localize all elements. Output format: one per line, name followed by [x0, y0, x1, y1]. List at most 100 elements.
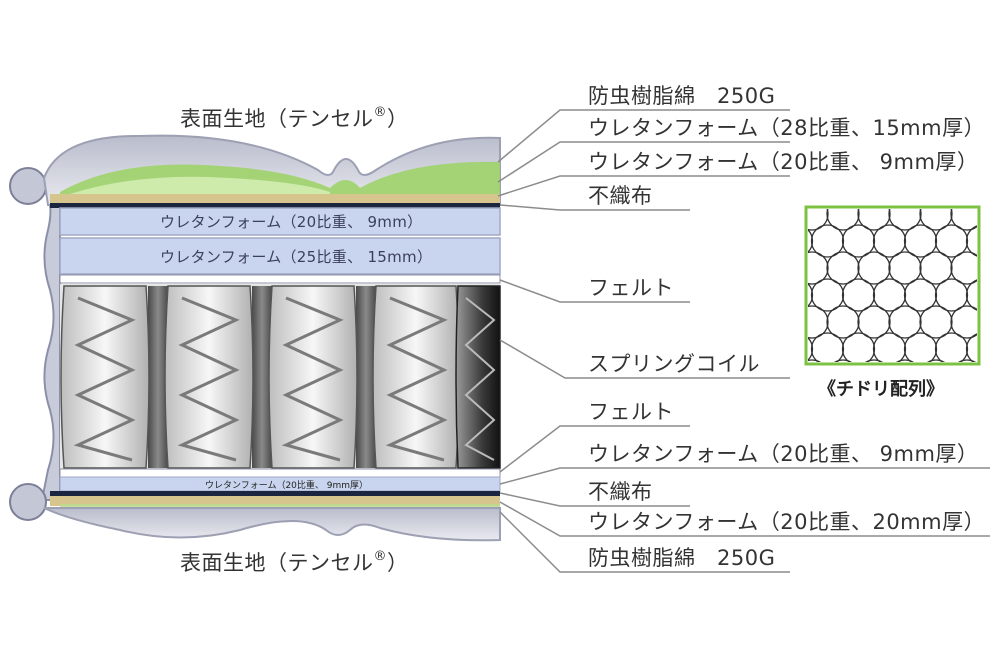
coil-circle — [965, 279, 977, 311]
callout-label: 防虫樹脂綿 250G — [588, 84, 775, 108]
side-panel — [39, 189, 61, 501]
coil-circle — [765, 306, 797, 338]
coil-circle — [810, 278, 845, 312]
leader-line — [499, 279, 690, 303]
top-urethane-layer-1 — [59, 207, 501, 236]
coil-circle — [888, 251, 922, 285]
top-surface-label: 表面生地（テンセル®） — [180, 105, 409, 131]
pocket-coil — [60, 285, 150, 469]
coil-circle — [872, 278, 907, 312]
coil-gap — [148, 286, 168, 468]
leader-line — [497, 175, 790, 197]
top-felt-line — [59, 274, 501, 284]
bottom-quilt-outer — [43, 507, 501, 542]
coil-gap — [252, 286, 272, 468]
coil-circle — [888, 209, 922, 231]
top-urethane-layer-1-label: ウレタンフォーム（20比重、 9mm） — [160, 213, 422, 231]
coil-circle — [826, 209, 860, 231]
leader-line — [499, 339, 790, 379]
bottom-surface-label: 表面生地（テンセル®） — [180, 549, 409, 575]
coil-circle — [982, 360, 1000, 392]
coil-circle — [903, 224, 938, 258]
pocket-coil — [164, 285, 254, 469]
coil-circle — [957, 359, 977, 362]
callout-label: ウレタンフォーム（20比重、 9mm厚） — [588, 442, 978, 466]
coil-circle — [833, 359, 853, 362]
coil-circle — [919, 251, 953, 285]
coil-circle — [982, 252, 1000, 284]
coil-circle — [808, 228, 814, 254]
coil-circle — [857, 305, 891, 339]
bottom-tan-layer — [50, 496, 500, 506]
leader-line — [499, 511, 790, 573]
coil-circle — [841, 332, 876, 362]
callout-label: ウレタンフォーム（28比重、15mm厚） — [588, 116, 985, 140]
leader-line — [497, 109, 790, 163]
coil-circle — [903, 332, 938, 362]
callout-label: ウレタンフォーム（20比重、20mm厚） — [588, 510, 985, 534]
coil-circle — [864, 359, 884, 362]
coil-circle-grid — [765, 198, 1000, 392]
coil-circle — [808, 209, 829, 231]
coil-circle — [965, 225, 977, 257]
coil-circle — [982, 306, 1000, 338]
inset-caption: 《チドリ配列》 — [818, 379, 944, 400]
coil-circle — [965, 333, 977, 362]
coil-circle — [826, 251, 860, 285]
bottom-felt-line — [59, 468, 501, 478]
coil-circle — [872, 224, 907, 258]
top-nonwoven-line — [50, 203, 500, 208]
callout-label: ウレタンフォーム（20比重、 9mm厚） — [588, 150, 978, 174]
leader-line — [497, 141, 790, 183]
coil-circle — [841, 224, 876, 258]
coil-circle — [765, 198, 797, 230]
leader-line — [499, 492, 690, 507]
bottom-piping-cord — [9, 483, 47, 521]
leader-lines — [497, 109, 990, 573]
coil-circle — [765, 252, 797, 284]
top-urethane-layer-2 — [59, 237, 501, 275]
callout-label: フェルト — [588, 276, 674, 300]
coil-circle — [810, 332, 845, 362]
coil-circle — [950, 305, 977, 339]
coil-circle — [826, 305, 860, 339]
coil-circle — [950, 209, 977, 231]
leader-line — [499, 425, 690, 473]
top-urethane-layer-2-label: ウレタンフォーム（25比重、 15mm） — [160, 248, 432, 266]
bottom-nonwoven-line — [50, 491, 500, 496]
coil-circle — [895, 359, 915, 362]
coil-circle — [872, 332, 907, 362]
inset-frame — [804, 205, 981, 366]
pocket-coil-shaded — [455, 285, 501, 469]
coil-gap — [356, 286, 376, 468]
coil-circle — [982, 198, 1000, 230]
coil-circle — [841, 278, 876, 312]
coil-circle — [808, 282, 814, 308]
top-piping-cord — [9, 167, 47, 205]
callout-labels: 防虫樹脂綿 250G ウレタンフォーム（28比重、15mm厚） ウレタンフォーム… — [588, 84, 985, 570]
leader-line — [499, 467, 990, 485]
mattress-cross-section: ウレタンフォーム（20比重、 9mm） ウレタンフォーム（25比重、 15mm） — [9, 134, 501, 542]
leader-line — [499, 204, 690, 211]
coil-circle — [934, 224, 969, 258]
top-tan-layer — [50, 194, 500, 204]
top-green-highlight — [70, 176, 330, 198]
coil-circle — [950, 251, 977, 285]
coil-circle — [810, 224, 845, 258]
coil-circle — [808, 336, 814, 362]
coil-circle — [934, 332, 969, 362]
coil-circle — [919, 305, 953, 339]
callout-label: スプリングコイル — [588, 352, 760, 376]
coil-circle — [919, 209, 953, 231]
callout-label: 不織布 — [588, 184, 653, 208]
coil-circle — [857, 209, 891, 231]
bottom-urethane-layer-label: ウレタンフォーム（20比重、 9mm厚） — [205, 479, 368, 491]
coil-circle — [808, 251, 829, 285]
callout-label: フェルト — [588, 400, 674, 424]
coil-circle — [926, 359, 946, 362]
coil-circle — [808, 359, 822, 362]
coil-circle — [857, 251, 891, 285]
callout-label: 防虫樹脂綿 250G — [588, 546, 775, 570]
callout-label: 不織布 — [588, 480, 653, 504]
coil-circle — [888, 305, 922, 339]
